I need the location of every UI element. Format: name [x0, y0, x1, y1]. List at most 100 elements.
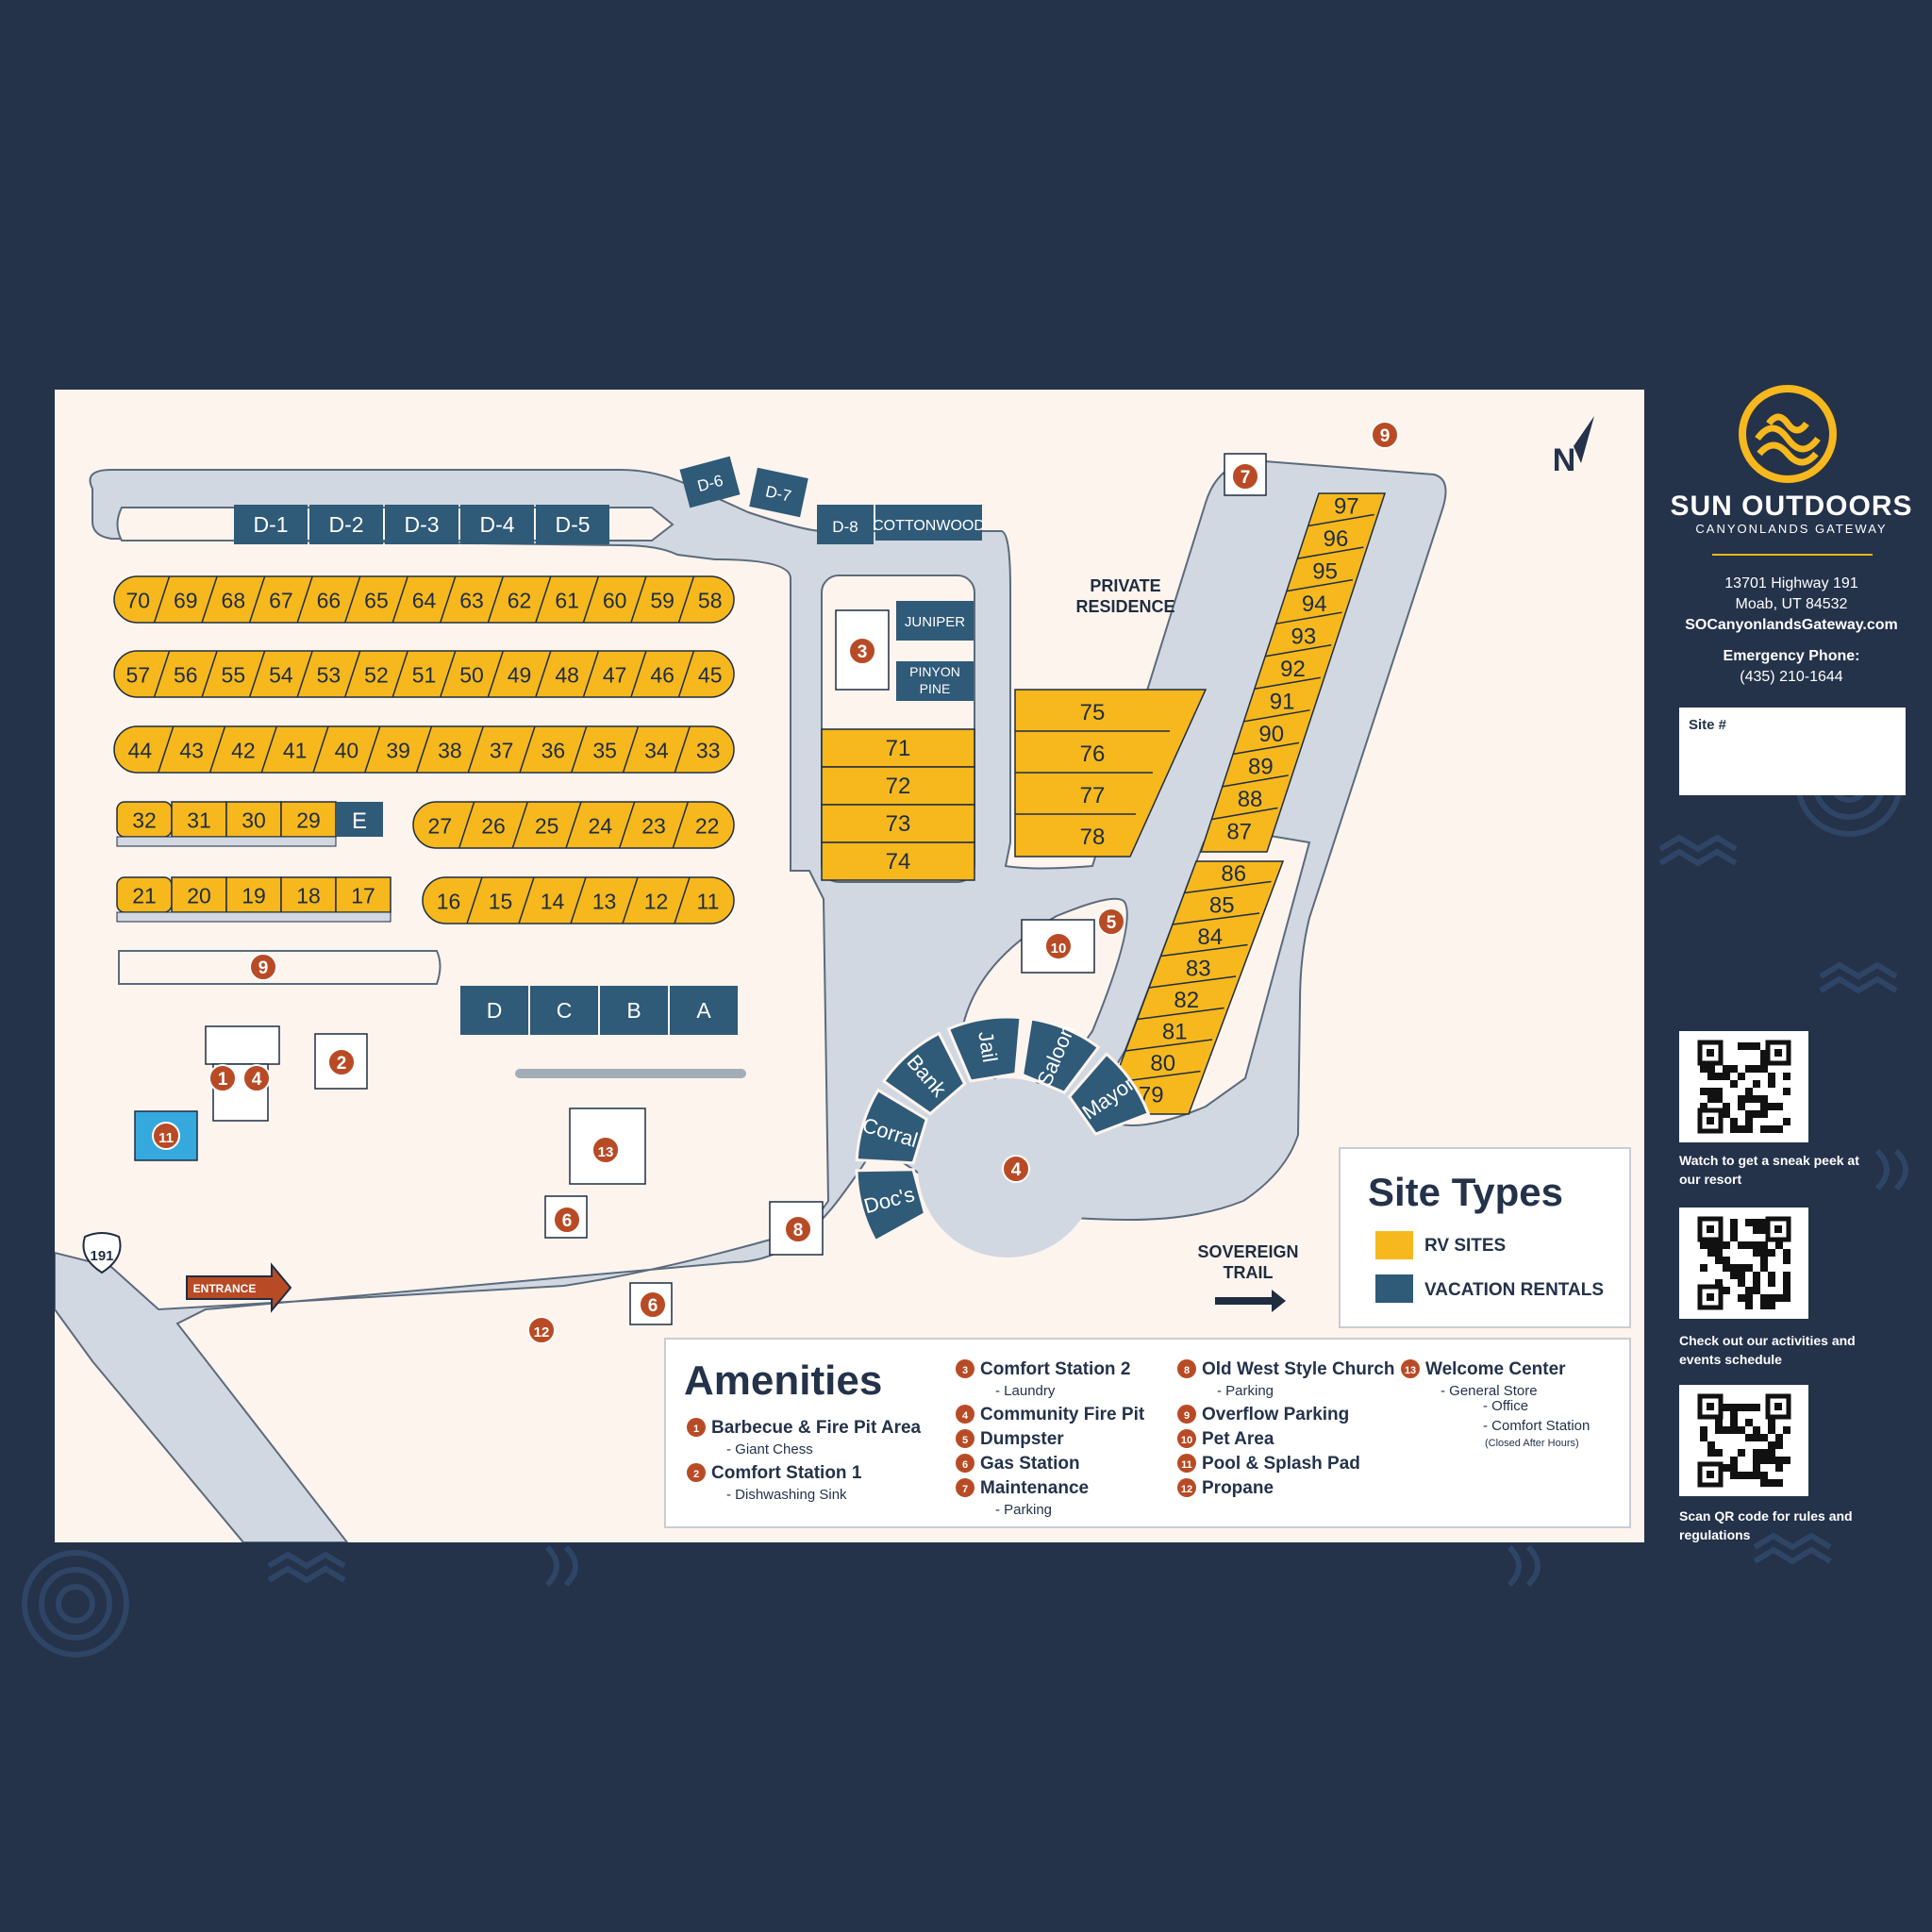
rv-site-73[interactable]: 73: [821, 804, 975, 843]
rv-site-12[interactable]: 12: [622, 876, 668, 924]
vacation-rental-d-6[interactable]: D-6: [679, 456, 741, 508]
vacation-rental-corral[interactable]: Corral: [855, 1088, 929, 1165]
rv-site-41[interactable]: 41: [260, 725, 307, 774]
vacation-rental-a[interactable]: A: [670, 986, 738, 1035]
vacation-rental-juniper[interactable]: JUNIPER: [896, 601, 974, 641]
rv-site-54[interactable]: 54: [248, 650, 293, 698]
vacation-rental-d-8[interactable]: D-8: [817, 505, 874, 544]
rv-site-96[interactable]: 96: [1307, 513, 1374, 552]
rv-site-27[interactable]: 27: [428, 814, 453, 839]
rv-site-32[interactable]: 32: [116, 801, 173, 838]
vacation-rental-d-5[interactable]: D-5: [536, 505, 609, 544]
rv-site-59[interactable]: 59: [630, 575, 675, 624]
rv-site-18[interactable]: 18: [280, 876, 337, 913]
vacation-rental-cottonwood[interactable]: COTTONWOOD: [873, 505, 985, 541]
vacation-rental-d-3[interactable]: D-3: [385, 505, 458, 544]
amenity-marker-6[interactable]: 6: [553, 1206, 581, 1234]
rv-site-40[interactable]: 40: [312, 725, 358, 774]
rv-site-92[interactable]: 92: [1265, 643, 1332, 682]
rv-site-61[interactable]: 61: [535, 575, 579, 624]
rv-site-46[interactable]: 46: [630, 650, 675, 698]
rv-site-21[interactable]: 21: [116, 876, 173, 913]
vacation-rental-d-7[interactable]: D-7: [749, 467, 808, 518]
rv-site-55[interactable]: 55: [201, 650, 245, 698]
amenity-marker-3[interactable]: 3: [848, 637, 876, 665]
vacation-rental-docs[interactable]: Doc's: [855, 1168, 927, 1243]
rv-site-78[interactable]: 78: [1015, 813, 1136, 850]
rv-site-38[interactable]: 38: [415, 725, 462, 774]
rv-site-31[interactable]: 31: [171, 801, 227, 838]
amenity-marker-6[interactable]: 6: [639, 1291, 667, 1319]
rv-site-26[interactable]: 26: [458, 801, 506, 849]
vacation-rental-d-4[interactable]: D-4: [460, 505, 534, 544]
website-link[interactable]: SOCanyonlandsGateway.com: [1685, 617, 1898, 633]
rv-site-72[interactable]: 72: [821, 766, 975, 806]
rv-site-22[interactable]: 22: [672, 801, 719, 849]
rv-site-71[interactable]: 71: [821, 728, 975, 768]
rv-site-74[interactable]: 74: [821, 841, 975, 881]
vacation-rental-jail[interactable]: Jail: [946, 1015, 1023, 1083]
rv-site-76[interactable]: 76: [1015, 730, 1170, 767]
rv-site-83[interactable]: 83: [1160, 943, 1248, 982]
rv-site-51[interactable]: 51: [391, 650, 436, 698]
amenity-marker-4[interactable]: 4: [242, 1064, 271, 1092]
rv-site-56[interactable]: 56: [153, 650, 198, 698]
rv-site-47[interactable]: 47: [582, 650, 626, 698]
vacation-rental-bank[interactable]: Bank: [881, 1031, 967, 1116]
rv-site-16[interactable]: 16: [437, 890, 461, 914]
rv-site-75[interactable]: 75: [1080, 700, 1106, 725]
rv-site-14[interactable]: 14: [518, 876, 564, 924]
rv-site-90[interactable]: 90: [1243, 709, 1310, 747]
rv-site-52[interactable]: 52: [343, 650, 389, 698]
rv-site-30[interactable]: 30: [225, 801, 282, 838]
vacation-rental-e[interactable]: E: [336, 802, 383, 837]
rv-site-80[interactable]: 80: [1124, 1039, 1213, 1076]
rv-site-60[interactable]: 60: [582, 575, 626, 624]
rv-site-97[interactable]: 97: [1334, 493, 1359, 519]
amenity-marker-8[interactable]: 8: [784, 1215, 812, 1243]
rv-site-36[interactable]: 36: [519, 725, 565, 774]
rv-site-35[interactable]: 35: [571, 725, 617, 774]
rv-site-64[interactable]: 64: [391, 575, 436, 624]
qr-code-rules[interactable]: [1679, 1385, 1808, 1496]
rv-site-94[interactable]: 94: [1286, 578, 1354, 617]
rv-site-37[interactable]: 37: [467, 725, 513, 774]
vacation-rental-c[interactable]: C: [530, 986, 598, 1035]
rv-site-69[interactable]: 69: [153, 575, 198, 624]
amenity-marker-7[interactable]: 7: [1231, 462, 1259, 491]
rv-site-39[interactable]: 39: [364, 725, 410, 774]
rv-site-82[interactable]: 82: [1148, 975, 1237, 1013]
rv-site-15[interactable]: 15: [466, 876, 512, 924]
rv-site-68[interactable]: 68: [201, 575, 245, 624]
qr-code-sneak-peek[interactable]: [1679, 1031, 1808, 1142]
rv-site-70[interactable]: 70: [125, 589, 150, 613]
rv-site-42[interactable]: 42: [208, 725, 256, 774]
amenity-marker-12[interactable]: 12: [527, 1316, 556, 1344]
rv-site-93[interactable]: 93: [1275, 611, 1342, 649]
vacation-rental-saloon[interactable]: Saloon: [1020, 1017, 1101, 1094]
vacation-rental-mayor[interactable]: Mayor: [1067, 1052, 1151, 1136]
rv-site-58[interactable]: 58: [677, 575, 723, 624]
rv-site-62[interactable]: 62: [487, 575, 531, 624]
amenity-marker-5[interactable]: 5: [1097, 908, 1125, 936]
rv-site-84[interactable]: 84: [1172, 912, 1260, 950]
amenity-marker-9[interactable]: 9: [1371, 421, 1399, 449]
rv-site-19[interactable]: 19: [225, 876, 282, 913]
amenity-marker-1[interactable]: 1: [208, 1064, 237, 1092]
amenity-marker-10[interactable]: 10: [1044, 932, 1073, 960]
rv-site-34[interactable]: 34: [622, 725, 669, 774]
rv-site-95[interactable]: 95: [1297, 546, 1364, 584]
rv-site-44[interactable]: 44: [128, 739, 153, 763]
site-number-box[interactable]: Site #: [1679, 708, 1906, 795]
rv-site-86[interactable]: 86: [1221, 861, 1246, 887]
amenity-marker-11[interactable]: 11: [152, 1122, 180, 1150]
rv-site-33[interactable]: 33: [674, 725, 720, 774]
rv-site-67[interactable]: 67: [248, 575, 293, 624]
rv-site-49[interactable]: 49: [487, 650, 531, 698]
rv-site-13[interactable]: 13: [570, 876, 616, 924]
vacation-rental-pinyon-pine[interactable]: PINYON PINE: [896, 661, 974, 701]
rv-site-91[interactable]: 91: [1254, 676, 1321, 715]
vacation-rental-b[interactable]: B: [600, 986, 668, 1035]
amenity-marker-9[interactable]: 9: [249, 953, 277, 981]
rv-site-77[interactable]: 77: [1015, 772, 1153, 808]
